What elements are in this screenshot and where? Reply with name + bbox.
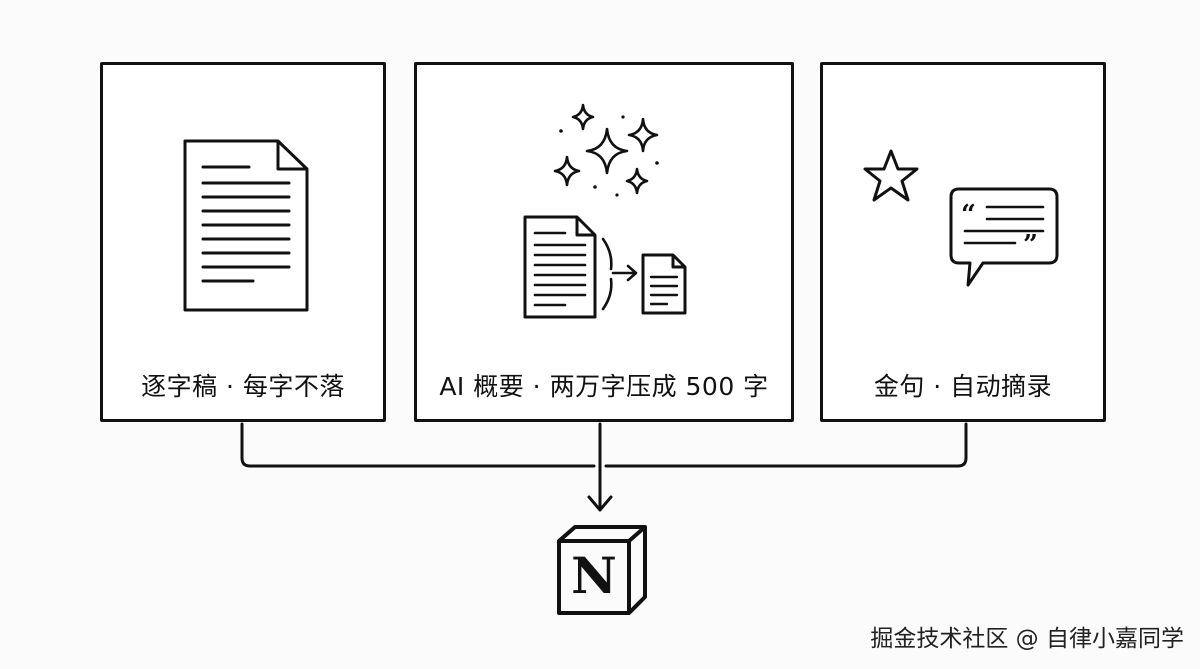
ai-summary-label: AI 概要 · 两万字压成 500 字 (439, 372, 769, 401)
document-icon (183, 139, 309, 312)
notion-logo-icon: N (557, 525, 647, 615)
transcript-label: 逐字稿 · 每字不落 (141, 372, 345, 401)
summarize-icon (523, 103, 687, 319)
ai-summary-card: AI 概要 · 两万字压成 500 字 (414, 62, 794, 422)
speech-bubble-icon (949, 187, 1059, 287)
transcript-card: 逐字稿 · 每字不落 (100, 62, 386, 422)
quotes-label: 金句 · 自动摘录 (873, 372, 1053, 401)
connector-arrowhead (587, 495, 613, 512)
svg-text:“: “ (961, 200, 976, 230)
notion-logo-letter: N (571, 546, 617, 605)
quote-star-icon: “ ” (863, 149, 1059, 287)
watermark: 掘金技术社区 @ 自律小嘉同学 (870, 626, 1184, 652)
star-icon (863, 149, 919, 202)
sparkles-icon (553, 103, 659, 195)
connector-left (240, 422, 596, 468)
quotes-card: “ ” 金句 · 自动摘录 (820, 62, 1106, 422)
connector-right (604, 422, 968, 468)
svg-text:”: ” (1023, 230, 1038, 260)
